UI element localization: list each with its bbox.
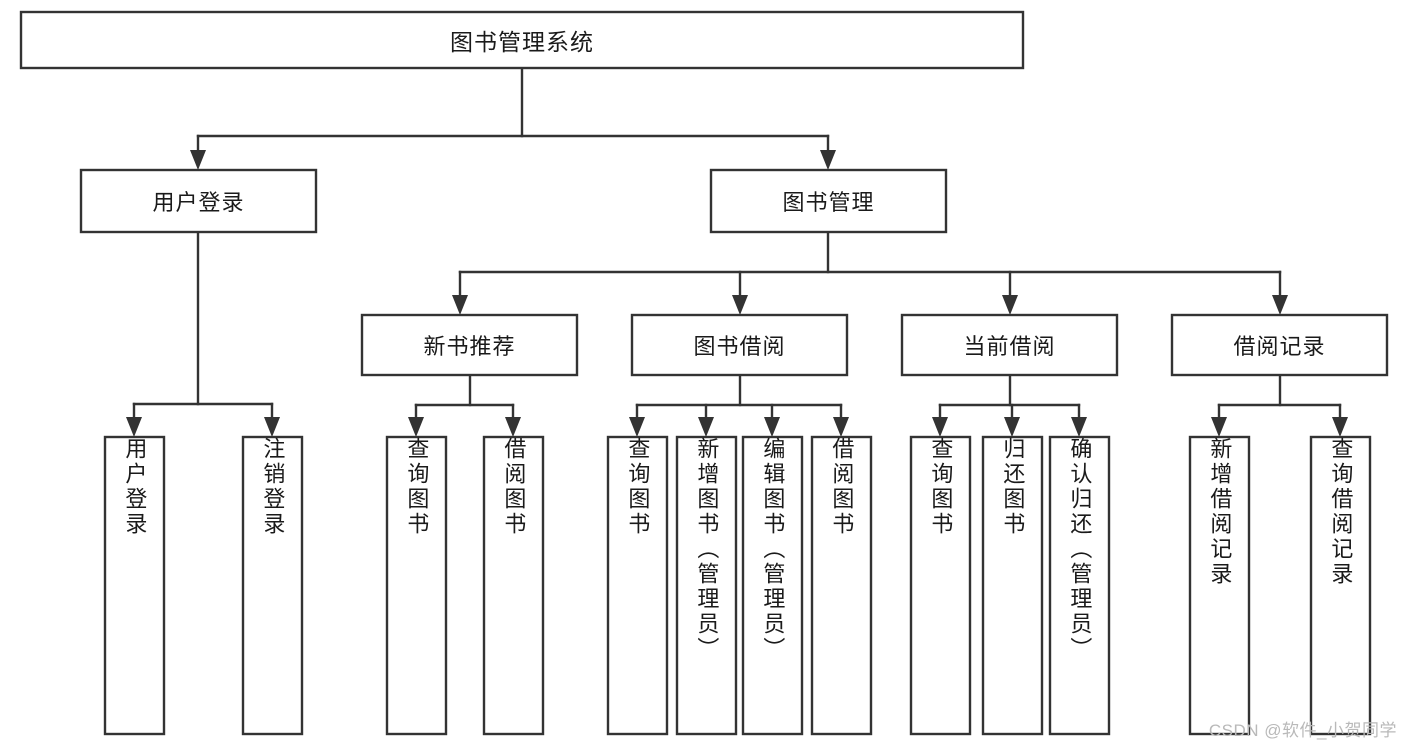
arrowhead-leaf-confirm-return: [1071, 417, 1087, 437]
arrowhead-borrow-record: [1272, 295, 1288, 315]
arrowhead-leaf-user-login: [126, 417, 142, 437]
node-box-leaf-edit-book[interactable]: [741, 435, 804, 736]
arrowhead-leaf-edit-book: [764, 417, 780, 437]
edge-group-book-manage: [452, 230, 1288, 315]
arrowhead-new-book-rec: [452, 295, 468, 315]
node-box-leaf-query-record[interactable]: [1309, 435, 1372, 736]
arrowhead-leaf-query-book-1: [408, 417, 424, 437]
node-box-current-borrow[interactable]: [900, 313, 1119, 377]
arrowhead-leaf-logout: [264, 417, 280, 437]
edge-group-new-book-rec: [408, 373, 521, 437]
arrowhead-leaf-query-record: [1332, 417, 1348, 437]
node-box-new-book-rec[interactable]: [360, 313, 579, 377]
arrowhead-leaf-borrow-book-2: [833, 417, 849, 437]
node-box-borrow-record[interactable]: [1170, 313, 1389, 377]
arrowhead-user-login: [190, 150, 206, 170]
edge-group-book-borrow: [629, 373, 849, 437]
node-box-leaf-user-login[interactable]: [103, 435, 166, 736]
arrowhead-leaf-query-book-3: [932, 417, 948, 437]
arrowhead-leaf-borrow-book-1: [505, 417, 521, 437]
node-box-leaf-borrow-book-1[interactable]: [482, 435, 545, 736]
node-box-leaf-query-book-1[interactable]: [385, 435, 448, 736]
node-box-leaf-query-book-3[interactable]: [909, 435, 972, 736]
arrowhead-leaf-return-book: [1004, 417, 1020, 437]
node-box-leaf-query-book-2[interactable]: [606, 435, 669, 736]
node-box-leaf-add-book[interactable]: [675, 435, 738, 736]
node-box-leaf-borrow-book-2[interactable]: [810, 435, 873, 736]
arrowhead-leaf-query-book-2: [629, 417, 645, 437]
edge-group-current-borrow: [932, 373, 1087, 437]
node-box-book-borrow[interactable]: [630, 313, 849, 377]
arrowhead-leaf-add-record: [1211, 417, 1227, 437]
arrowhead-book-manage: [820, 150, 836, 170]
node-box-leaf-return-book[interactable]: [981, 435, 1044, 736]
node-box-root[interactable]: [19, 10, 1025, 70]
node-box-book-manage[interactable]: [709, 168, 948, 234]
node-box-leaf-logout[interactable]: [241, 435, 304, 736]
arrowhead-leaf-add-book: [698, 417, 714, 437]
edge-group-root: [190, 66, 836, 170]
edge-group-borrow-record: [1211, 373, 1348, 437]
node-box-leaf-add-record[interactable]: [1188, 435, 1251, 736]
node-box-user-login[interactable]: [79, 168, 318, 234]
arrowhead-current-borrow: [1002, 295, 1018, 315]
edge-group-user-login: [126, 230, 280, 437]
node-box-leaf-confirm-return[interactable]: [1048, 435, 1111, 736]
arrowhead-book-borrow: [732, 295, 748, 315]
